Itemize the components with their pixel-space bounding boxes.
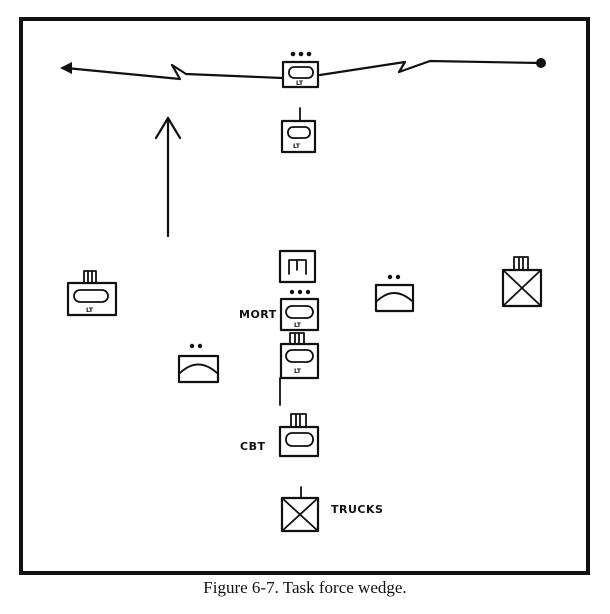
boundary-line <box>60 58 546 81</box>
center-unit-marking: LT <box>294 368 302 375</box>
movement-arrow <box>154 116 182 238</box>
supply-trucks: TRUCKS <box>280 486 383 533</box>
left-mech-infantry <box>177 343 220 384</box>
mortar-label: MORT <box>239 308 277 321</box>
lead-unit-marking: LT <box>296 80 304 87</box>
right-flank-armor <box>501 256 543 308</box>
lead-tank-platoon: LT <box>281 51 320 89</box>
headquarters-symbol <box>278 249 317 284</box>
mortar-unit-marking: LT <box>294 322 302 329</box>
figure-caption: Figure 6-7. Task force wedge. <box>203 578 407 597</box>
left-flank-marking: LT <box>86 307 94 314</box>
combat-trains: CBT <box>240 413 320 458</box>
trucks-label: TRUCKS <box>331 503 383 516</box>
left-flank-platoon: LT <box>66 270 118 317</box>
diagram-frame <box>19 17 590 575</box>
boundary-left-arrowhead <box>60 62 72 74</box>
center-tank-platoon: LT <box>279 332 320 406</box>
mortar-unit: MORT LT <box>239 289 320 332</box>
second-tank-platoon: LT <box>280 107 317 154</box>
combat-trains-label: CBT <box>240 440 265 453</box>
right-mech-infantry <box>374 274 415 313</box>
boundary-right-end <box>536 58 546 68</box>
second-unit-marking: LT <box>293 143 301 150</box>
